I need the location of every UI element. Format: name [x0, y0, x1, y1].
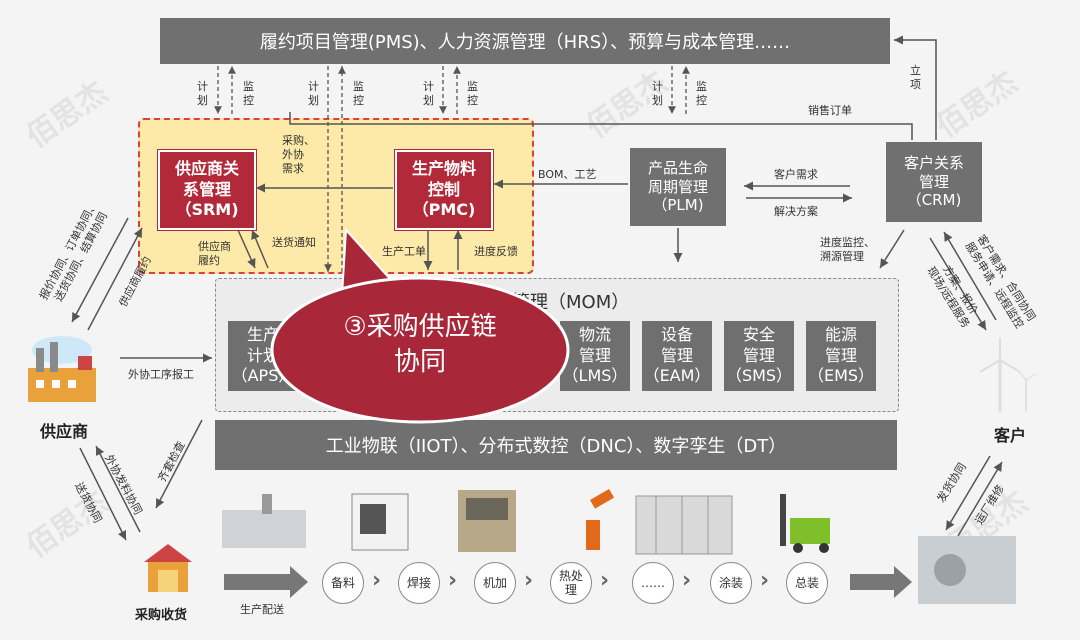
purchase-demand-label: 采购、 外协 需求	[282, 134, 315, 175]
chevron-right-icon: ›	[372, 568, 382, 593]
chevron-right-icon: ›	[760, 568, 770, 593]
crm-box: 客户关系 管理 （CRM)	[886, 142, 982, 222]
progress-trace-label: 进度监控、 溯源管理	[820, 236, 875, 263]
mom-module-ems: 能源 管理 （EMS）	[806, 321, 876, 391]
chevron-right-icon: ›	[600, 568, 610, 593]
callout-bubble	[270, 227, 570, 424]
supplier-label: 供应商	[40, 422, 89, 441]
warehouse-icon	[144, 544, 192, 592]
pmc-box: 生产物料 控制 （PMC)	[395, 150, 493, 230]
sales-order-label: 销售订单	[808, 104, 852, 117]
plan-label: 计 划	[423, 80, 434, 107]
solution-label: 解决方案	[774, 205, 818, 218]
customer-label: 客户	[994, 426, 1027, 445]
top-system-bar: 履约项目管理(PMS)、人力资源管理（HRS）、预算与成本管理……	[160, 18, 890, 64]
plan-label: 计 划	[308, 80, 319, 107]
monitor-label: 监 控	[353, 80, 364, 107]
chevron-right-icon: ›	[682, 568, 692, 593]
process-step: 焊接	[398, 562, 440, 604]
callout-text: ③采购供应链 协同	[343, 312, 497, 378]
monitor-label: 监 控	[696, 80, 707, 107]
iiot-bar: 工业物联（IIOT）、分布式数控（DNC）、数字孪生（DT）	[215, 420, 897, 470]
process-step: 涂装	[710, 562, 752, 604]
production-dispatch-label: 生产配送	[240, 603, 284, 616]
customer-demand-label: 客户需求	[774, 168, 818, 181]
process-step: 机加	[474, 562, 516, 604]
delivery-notice-label: 送货通知	[272, 236, 316, 249]
factory-icon	[28, 336, 96, 402]
supplier-perf-label: 供应商 履约	[198, 240, 231, 267]
progress-feedback-label: 进度反馈	[474, 245, 518, 258]
mom-module-lms: 物流 管理 （LMS）	[560, 321, 630, 391]
monitor-label: 监 控	[467, 80, 478, 107]
outsource-report-label: 外协工序报工	[128, 368, 194, 381]
mom-module-eam: 设备 管理 （EAM）	[642, 321, 712, 391]
wind-turbine-icon	[979, 338, 1037, 412]
bom-label: BOM、工艺	[538, 168, 597, 181]
srm-box: 供应商关 系管理 （SRM)	[158, 150, 256, 230]
establish-label: 立 项	[910, 64, 921, 91]
plm-box: 产品生命 周期管理 （PLM)	[630, 148, 726, 226]
mom-module-sms: 安全 管理 （SMS）	[724, 321, 794, 391]
process-step: 备料	[322, 562, 364, 604]
process-step: 总装	[786, 562, 828, 604]
production-order-label: 生产工单	[382, 245, 426, 258]
chevron-right-icon: ›	[448, 568, 458, 593]
purchase-receive-label: 采购收货	[135, 608, 188, 623]
process-step: ……	[632, 562, 674, 604]
plan-label: 计 划	[652, 80, 663, 107]
process-step: 热处 理	[550, 562, 592, 604]
chevron-right-icon: ›	[524, 568, 534, 593]
monitor-label: 监 控	[243, 80, 254, 107]
plan-label: 计 划	[197, 80, 208, 107]
